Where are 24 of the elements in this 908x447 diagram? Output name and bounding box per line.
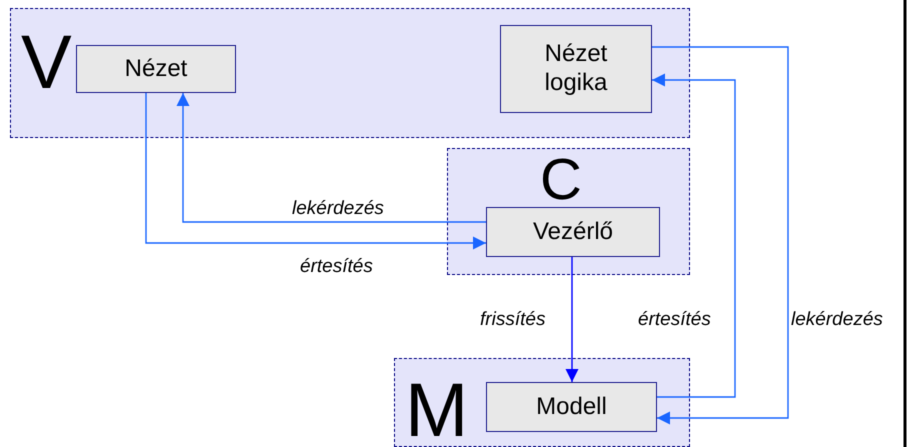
component-label: Vezérlő [532, 218, 614, 246]
component-box [486, 207, 660, 257]
arrow [566, 257, 578, 382]
component-box [76, 45, 236, 93]
arrow [652, 74, 736, 398]
component-label: Nézet logika [544, 40, 608, 98]
arrow [145, 93, 486, 250]
edge-label: frissítés [480, 309, 546, 331]
component-box [500, 25, 652, 113]
component-label: Nézet [124, 54, 188, 84]
layer-panel [10, 8, 690, 138]
layer-panel [447, 148, 690, 275]
layer-letter: C [540, 151, 582, 209]
edge-label: lekérdezés [791, 309, 883, 331]
component-label: Modell [536, 392, 607, 422]
edge-label: lekérdezés [292, 198, 384, 220]
arrow [176, 93, 486, 223]
edge-label: értesítés [638, 309, 711, 331]
layer-letter: M [405, 373, 468, 447]
layer-letter: V [21, 25, 72, 101]
layer-panel [394, 358, 690, 447]
edge-label: értesítés [300, 256, 373, 278]
arrow [652, 46, 789, 424]
component-box [486, 382, 657, 432]
